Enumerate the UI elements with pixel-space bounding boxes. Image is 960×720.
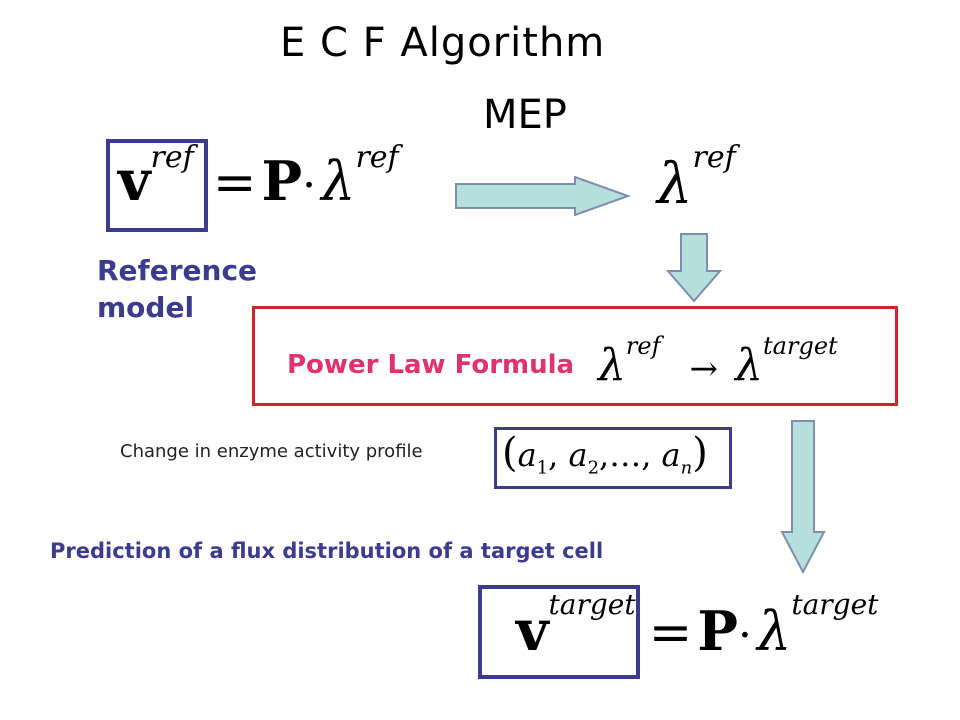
reference-equation: vref = P· λref	[118, 140, 399, 228]
ref-superscript: ref	[692, 140, 736, 175]
power-law-box	[252, 306, 898, 406]
target-superscript: target	[791, 588, 879, 621]
dot-operator: ·	[738, 610, 752, 661]
v-target-box	[478, 585, 640, 679]
v-ref-box	[106, 139, 208, 232]
lambda-symbol: λ	[321, 150, 356, 213]
lambda-symbol: λ	[657, 152, 693, 217]
v-symbol: v	[118, 148, 151, 214]
v-symbol: v	[516, 598, 549, 664]
comma: ,	[548, 436, 559, 474]
down-arrow-top	[666, 233, 722, 303]
right-arrow	[455, 176, 631, 216]
comma: ,	[641, 436, 652, 474]
a-symbol: a	[661, 436, 681, 474]
target-superscript: target	[763, 332, 838, 360]
ellipsis: …	[609, 436, 642, 474]
maps-to-arrow: →	[689, 349, 719, 389]
prediction-label: Prediction of a flux distribution of a t…	[50, 539, 604, 563]
a-symbol: a	[568, 436, 588, 474]
mep-heading: MEP	[483, 92, 567, 138]
a-symbol: a	[517, 436, 537, 474]
page-title: E C F Algorithm	[280, 20, 606, 66]
lambda-symbol: λ	[598, 340, 626, 391]
target-superscript: target	[548, 588, 636, 621]
enzyme-vector: (a1, a2,…, an)	[502, 430, 708, 478]
enzyme-vector-box	[494, 427, 732, 489]
subscript-2: 2	[587, 457, 600, 479]
reference-label-line2: model	[97, 291, 195, 324]
dot-operator: ·	[302, 160, 317, 211]
reference-label-line1: Reference	[97, 254, 258, 287]
comma: ,	[599, 436, 610, 474]
equals-sign: =	[212, 153, 257, 213]
left-paren: (	[502, 430, 518, 476]
reference-model-label: Reference model	[97, 252, 257, 326]
enzyme-change-label: Change in enzyme activity profile	[120, 441, 423, 462]
subscript-n: n	[680, 457, 693, 479]
lambda-ref-result: λref	[657, 140, 736, 217]
ref-superscript: ref	[150, 140, 194, 175]
target-equation: vtarget = P· λtarget	[516, 588, 878, 664]
right-paren: )	[692, 430, 708, 476]
p-matrix-symbol: P	[697, 599, 738, 663]
lambda-symbol: λ	[757, 600, 792, 663]
ref-superscript: ref	[355, 140, 399, 175]
power-law-label: Power Law Formula	[287, 350, 575, 380]
power-law-expression: λref → λtarget	[598, 332, 838, 391]
equals-sign: =	[648, 603, 693, 663]
down-arrow-bottom	[780, 420, 826, 575]
subscript-1: 1	[536, 457, 549, 479]
lambda-symbol: λ	[735, 340, 764, 391]
ref-superscript: ref	[625, 332, 661, 360]
p-matrix-symbol: P	[261, 149, 303, 213]
